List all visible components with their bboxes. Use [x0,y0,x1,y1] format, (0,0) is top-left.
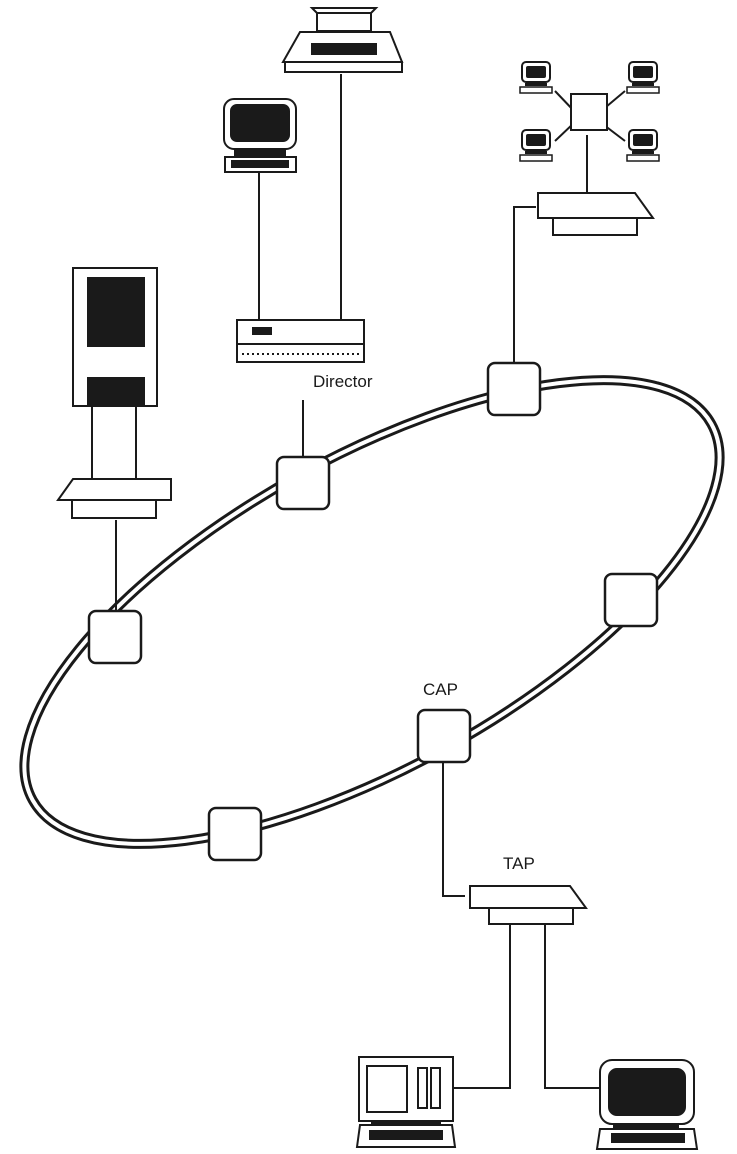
tap-label: TAP [503,854,535,873]
tap-box-bottom [469,885,588,925]
monitor-terminal-icon-top [223,98,297,173]
monitor-terminal-icon-bottom [595,1059,699,1150]
cap-node-labeled [416,708,472,764]
tall-device-icon [72,267,158,481]
tap-box-top-right [537,192,655,236]
cap-node-right [603,572,659,628]
connection-lines [115,74,626,1089]
star-hub-cluster-icon [519,61,660,162]
cap-node-top [486,361,542,417]
cap-node-left [87,609,143,665]
director-label: Director [313,372,373,391]
tap-box-left [56,478,172,519]
cap-node-director [275,455,331,511]
cap-label: CAP [423,680,458,699]
director-unit-icon [236,319,365,363]
cap-node-bottom [207,806,263,862]
printer-icon [281,7,404,73]
pc-workstation-icon [355,1056,457,1148]
